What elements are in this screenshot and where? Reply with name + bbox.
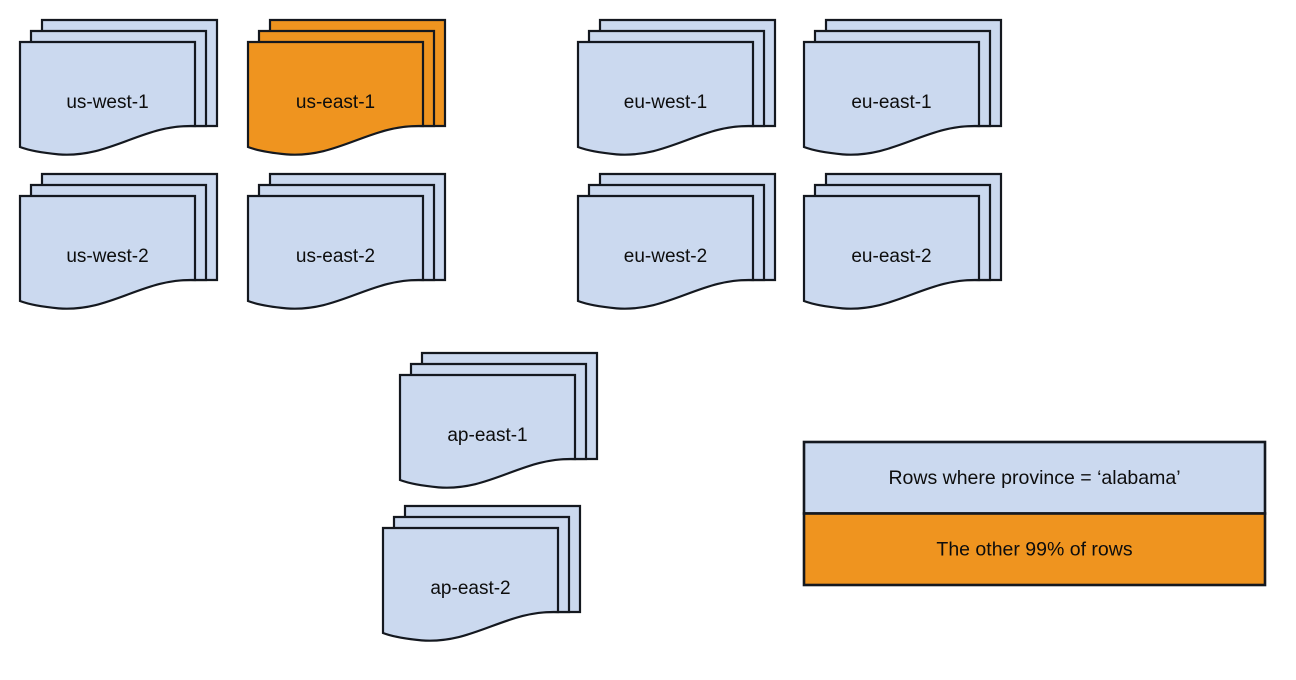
legend-label: The other 99% of rows — [936, 538, 1132, 560]
document-sheet-front — [802, 194, 981, 310]
document-sheet-front — [246, 194, 425, 310]
document-stack-label: eu-west-2 — [624, 246, 707, 267]
document-stack-label: eu-east-2 — [851, 246, 931, 267]
document-sheet-front — [381, 526, 560, 642]
legend-row-legend-orange: The other 99% of rows — [802, 512, 1267, 587]
legend-group: Rows where province = ‘alabama’ The other… — [802, 440, 1267, 587]
legend-label: Rows where province = ‘alabama’ — [888, 467, 1180, 489]
document-stack-label: us-east-1 — [296, 92, 375, 113]
document-stack-us-east-1[interactable]: us-east-1 — [246, 18, 447, 156]
document-stack-eu-east-1[interactable]: eu-east-1 — [802, 18, 1003, 156]
document-stack-label: us-east-2 — [296, 246, 375, 267]
document-stack-label: ap-east-1 — [447, 425, 527, 446]
document-stack-label: us-west-1 — [66, 92, 148, 113]
document-sheet-front — [246, 40, 425, 156]
legend-swatch — [802, 440, 1267, 515]
document-stack-label: eu-east-1 — [851, 92, 931, 113]
document-sheet-front — [398, 373, 577, 489]
document-sheet-front — [576, 40, 755, 156]
document-stack-ap-east-1[interactable]: ap-east-1 — [398, 351, 599, 489]
document-stack-label: eu-west-1 — [624, 92, 707, 113]
document-stack-label: us-west-2 — [66, 246, 148, 267]
document-stack-us-west-1[interactable]: us-west-1 — [18, 18, 219, 156]
legend-row-legend-blue: Rows where province = ‘alabama’ — [802, 440, 1267, 515]
document-stack-us-west-2[interactable]: us-west-2 — [18, 172, 219, 310]
document-sheet-front — [18, 194, 197, 310]
document-sheet-front — [576, 194, 755, 310]
document-stack-eu-west-2[interactable]: eu-west-2 — [576, 172, 777, 310]
document-stack-eu-west-1[interactable]: eu-west-1 — [576, 18, 777, 156]
document-stack-label: ap-east-2 — [430, 578, 510, 599]
document-sheet-front — [18, 40, 197, 156]
document-stacks-group: us-west-1 us-east-1 eu-west-1 eu-east-1 us-w… — [18, 18, 1003, 642]
document-stack-ap-east-2[interactable]: ap-east-2 — [381, 504, 582, 642]
document-stack-us-east-2[interactable]: us-east-2 — [246, 172, 447, 310]
document-sheet-front — [802, 40, 981, 156]
document-stack-eu-east-2[interactable]: eu-east-2 — [802, 172, 1003, 310]
legend-swatch — [802, 512, 1267, 587]
